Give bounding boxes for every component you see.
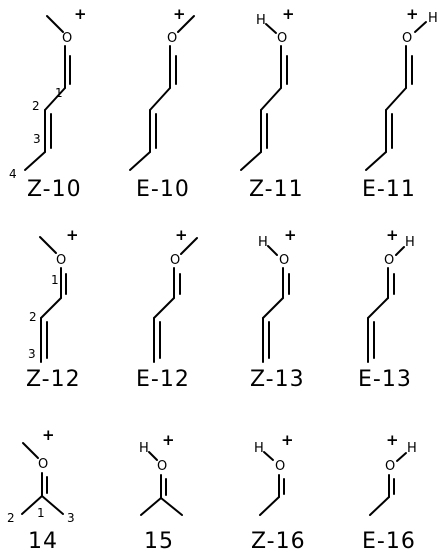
structure-z-11: H + O Z-11 xyxy=(240,5,304,202)
oxygen-atom: O xyxy=(157,459,167,474)
carbon-number-1: 1 xyxy=(55,86,63,100)
structure-e-11: + O H E-11 xyxy=(362,5,438,202)
plus-charge: + xyxy=(173,5,186,23)
plus-charge: + xyxy=(42,426,55,444)
compound-label-e-12: E-12 xyxy=(136,367,190,392)
oxygen-atom: O xyxy=(167,31,177,46)
compound-label-z-12: Z-12 xyxy=(26,367,81,392)
oxygen-atom: O xyxy=(402,31,412,46)
carbon-number-1: 1 xyxy=(37,506,45,520)
compound-label-e-13: E-13 xyxy=(358,367,412,392)
carbon-number-2: 2 xyxy=(7,511,15,525)
plus-charge: + xyxy=(284,226,297,244)
oxygen-atom: O xyxy=(170,253,180,268)
plus-charge: + xyxy=(282,5,295,23)
hydrogen-atom: H xyxy=(258,235,268,250)
structure-e-12: + O E-12 xyxy=(136,226,198,392)
hydrogen-atom: H xyxy=(139,441,149,456)
structure-z-10: O + 1 2 3 4 Z-10 xyxy=(9,5,87,202)
compound-label-z-13: Z-13 xyxy=(250,367,305,392)
plus-charge: + xyxy=(162,431,175,449)
oxygen-atom: O xyxy=(279,253,289,268)
carbon-number-3: 3 xyxy=(33,132,41,146)
carbon-number-4: 4 xyxy=(9,167,17,181)
plus-charge: + xyxy=(386,431,399,449)
structure-e-10: + O E-10 xyxy=(129,5,195,202)
plus-charge: + xyxy=(386,226,399,244)
structure-z-12: + O 1 2 3 Z-12 xyxy=(26,226,81,392)
carbon-number-2: 2 xyxy=(29,310,37,324)
compound-label-z-16: Z-16 xyxy=(251,529,306,552)
carbon-number-1: 1 xyxy=(51,273,59,287)
compound-label-15: 15 xyxy=(144,529,174,552)
structure-15: H + O 15 xyxy=(139,431,183,552)
oxygen-atom: O xyxy=(384,253,394,268)
carbon-number-2: 2 xyxy=(32,99,40,113)
plus-charge: + xyxy=(406,5,419,23)
oxygen-atom: O xyxy=(275,459,285,474)
oxygen-atom: O xyxy=(62,31,72,46)
oxygen-atom: O xyxy=(277,31,287,46)
hydrogen-atom: H xyxy=(254,441,264,456)
plus-charge: + xyxy=(74,5,87,23)
carbon-number-3: 3 xyxy=(67,511,75,525)
structure-14: + O 2 3 1 14 xyxy=(7,426,75,552)
structure-z-16: H + O Z-16 xyxy=(251,431,306,552)
plus-charge: + xyxy=(175,226,188,244)
structure-z-13: H + O Z-13 xyxy=(250,226,305,392)
compound-label-z-11: Z-11 xyxy=(249,177,304,202)
structure-e-16: + O H E-16 xyxy=(362,431,417,552)
compound-label-z-10: Z-10 xyxy=(27,177,82,202)
carbon-number-3: 3 xyxy=(28,347,36,361)
compound-label-14: 14 xyxy=(28,529,58,552)
oxygen-atom: O xyxy=(385,459,395,474)
hydrogen-atom: H xyxy=(407,441,417,456)
oxygen-atom: O xyxy=(56,253,66,268)
structure-e-13: + O H E-13 xyxy=(358,226,415,392)
compound-label-e-16: E-16 xyxy=(362,529,416,552)
compound-label-e-10: E-10 xyxy=(136,177,190,202)
hydrogen-atom: H xyxy=(428,11,438,26)
hydrogen-atom: H xyxy=(256,13,266,28)
plus-charge: + xyxy=(66,226,79,244)
compound-label-e-11: E-11 xyxy=(362,177,416,202)
hydrogen-atom: H xyxy=(405,235,415,250)
oxygen-atom: O xyxy=(38,457,48,472)
plus-charge: + xyxy=(281,431,294,449)
